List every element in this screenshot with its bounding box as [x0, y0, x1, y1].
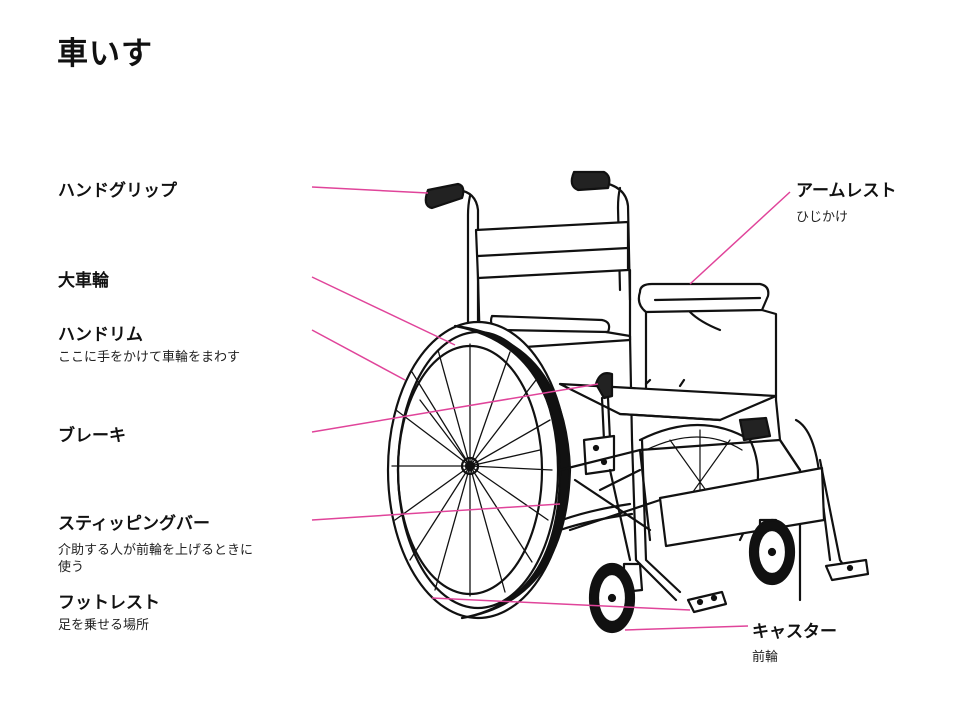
leader-tipping-bar [311, 503, 561, 521]
seat [558, 378, 778, 422]
leader-hand-rim [311, 329, 406, 381]
label-footrest: フットレスト [58, 593, 160, 613]
leader-armrest [689, 191, 791, 285]
hand-grip-left-icon [424, 182, 465, 210]
rear-brake-right [738, 416, 772, 442]
wheel-spokes [391, 343, 553, 597]
brake [582, 372, 616, 476]
label-hand-rim: ハンドリム [58, 325, 143, 345]
armrest-right [637, 282, 778, 402]
desc-footrest: 足を乗せる場所 [58, 618, 150, 633]
label-hand-grip: ハンドグリップ [58, 181, 177, 201]
footrest-right [824, 558, 870, 582]
desc-tipping-bar-line2: 使う [58, 560, 85, 575]
leader-hand-grip [311, 186, 429, 194]
label-brake: ブレーキ [58, 426, 126, 446]
desc-tipping-bar-line1: 介助する人が前輪を上げるときに [58, 543, 254, 558]
label-caster: キャスター [752, 622, 837, 642]
leader-main-wheel [311, 276, 456, 346]
desc-caster: 前輪 [752, 650, 779, 665]
hand-grip-right-icon [570, 170, 611, 192]
tipping-bar [558, 502, 634, 532]
leader-caster [624, 625, 749, 631]
desc-hand-rim: ここに手をかけて車輪をまわす [58, 350, 241, 365]
label-tipping-bar: スティッピングバー [58, 514, 210, 534]
label-main-wheel: 大車輪 [58, 271, 109, 291]
leader-footrest [431, 597, 691, 611]
leader-lines [311, 186, 791, 631]
backrest [474, 220, 632, 352]
leader-brake [311, 383, 599, 433]
label-armrest: アームレスト [796, 181, 897, 201]
caster-left [588, 562, 644, 634]
footrest-left [686, 590, 728, 614]
page-title: 車いす [57, 36, 153, 72]
desc-armrest: ひじかけ [796, 210, 849, 225]
caster-right [748, 518, 796, 586]
